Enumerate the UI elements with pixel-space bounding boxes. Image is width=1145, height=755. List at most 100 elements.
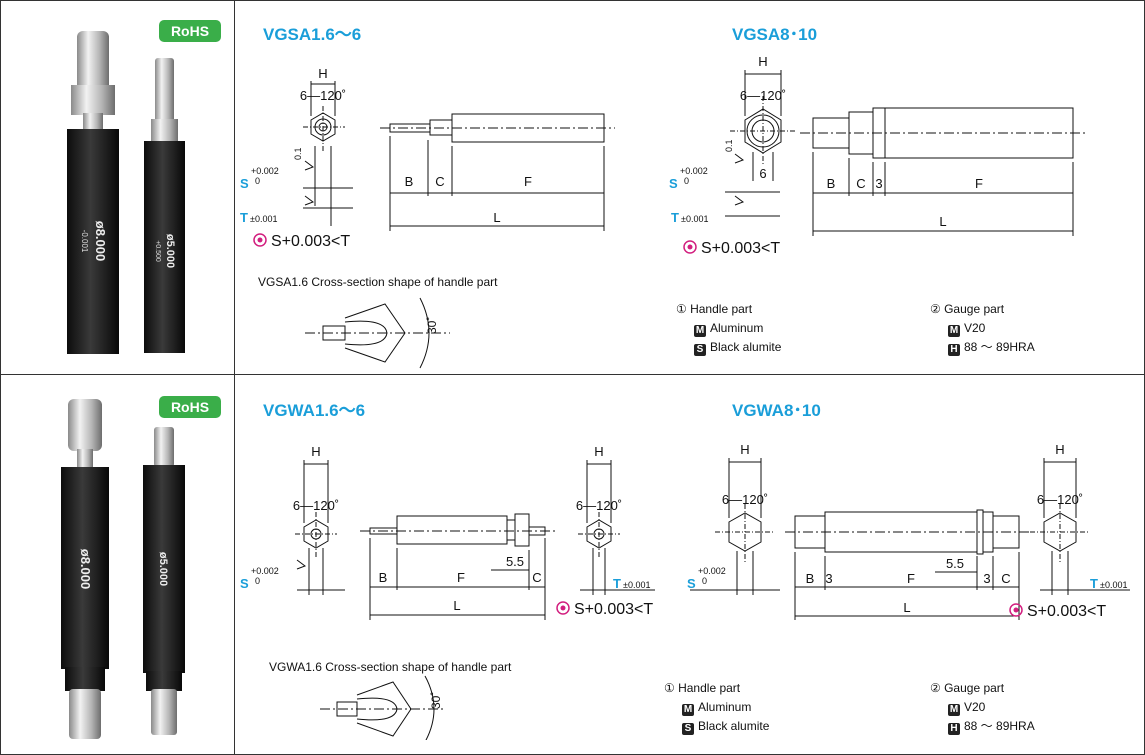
pin-mark-large-1: ø8.000 bbox=[93, 221, 108, 261]
dim2-f-1: F bbox=[457, 570, 465, 585]
pin-mark-small-2: +0.500 bbox=[154, 240, 161, 262]
gauge-hardness: 88 ～ 89HRA bbox=[964, 340, 1035, 354]
dim-l-small: L bbox=[493, 210, 500, 225]
drawing-vgwa: H 6—120˚ B F C 5.5 L H 6—120˚ H 6—120˚ B… bbox=[240, 442, 1130, 740]
dim2-t-2: T bbox=[1090, 576, 1098, 591]
dim2-b-2: B bbox=[806, 571, 815, 586]
dim2-h-4: H bbox=[1055, 442, 1064, 457]
dim-c-small: C bbox=[435, 174, 444, 189]
gauge-spec-vgwa: ② Gauge part M V20 H 88 ～ 89HRA bbox=[930, 679, 1035, 736]
rohs-badge-2: RoHS bbox=[159, 396, 221, 418]
surface-mark-small: 0.1 bbox=[293, 147, 303, 160]
m-badge-icon-4: M bbox=[948, 704, 960, 716]
tol-s-lower-small: 0 bbox=[255, 176, 260, 186]
dim2-3a: 3 bbox=[825, 571, 832, 586]
dim-t-small: T bbox=[240, 210, 248, 225]
dim2-55-1: 5.5 bbox=[506, 554, 524, 569]
pin2-mark-large-1: ø8.000 bbox=[78, 549, 93, 589]
handle-title-2: ① Handle part bbox=[664, 681, 741, 695]
dim2-angle-3: 6—120˚ bbox=[722, 492, 768, 507]
handle-material: Aluminum bbox=[710, 321, 764, 335]
dim2-s-1: S bbox=[240, 576, 249, 591]
handle-finish: Black alumite bbox=[710, 340, 782, 354]
dim2-b-1: B bbox=[379, 570, 388, 585]
product-photo-vgsa: ø8.000 -0.001 ø5.000 +0.500 RoHS bbox=[1, 1, 234, 368]
m-badge-icon: M bbox=[694, 325, 706, 337]
caption-vgwa: VGWA1.6 Cross-section shape of handle pa… bbox=[269, 660, 512, 674]
dim-angle-small: 6—120˚ bbox=[300, 88, 346, 103]
dim-t-large: T bbox=[671, 210, 679, 225]
dim2-h-2: H bbox=[594, 444, 603, 459]
handle-material-2: Aluminum bbox=[698, 700, 752, 714]
dim2-30: 30˚ bbox=[429, 692, 443, 709]
handle-title: ① Handle part bbox=[676, 302, 753, 316]
dim2-s-2: S bbox=[687, 576, 696, 591]
dim-6-large: 6 bbox=[759, 166, 766, 181]
s-badge-icon: S bbox=[694, 344, 706, 356]
dim2-l-1: L bbox=[453, 598, 460, 613]
product-photo-vgwa: ø8.000 ø5.000 RoHS bbox=[1, 379, 234, 754]
dim-f-large: F bbox=[975, 176, 983, 191]
tol-s-upper-large: +0.002 bbox=[680, 166, 708, 176]
pin2-mark-small-1: ø5.000 bbox=[157, 552, 169, 586]
dim-b-large: B bbox=[827, 176, 836, 191]
dim2-f-2: F bbox=[907, 571, 915, 586]
dim2-h-1: H bbox=[311, 444, 320, 459]
dim2-angle-1: 6—120˚ bbox=[293, 498, 339, 513]
pin-mark-large-2: -0.001 bbox=[80, 230, 89, 253]
surface-mark-large: 0.1 bbox=[724, 139, 734, 152]
caption-vgsa: VGSA1.6 Cross-section shape of handle pa… bbox=[258, 275, 498, 289]
dim-30-small: 30˚ bbox=[425, 317, 439, 334]
note2-2: S+0.003<T bbox=[1027, 603, 1106, 620]
dim-angle-large: 6—120˚ bbox=[740, 88, 786, 103]
tol2-t-1: ±0.001 bbox=[623, 580, 650, 590]
dim2-t-1: T bbox=[613, 576, 621, 591]
tol2-s-lower-2: 0 bbox=[702, 576, 707, 586]
dim2-3b: 3 bbox=[983, 571, 990, 586]
tol2-t-2: ±0.001 bbox=[1100, 580, 1127, 590]
dim-h-small: H bbox=[318, 66, 327, 81]
gauge-spec-vgsa: ② Gauge part M V20 H 88 ～ 89HRA bbox=[930, 300, 1035, 357]
h-badge-icon-2: H bbox=[948, 723, 960, 735]
title-vgwa-large: VGWA8･10 bbox=[732, 401, 821, 420]
dim-c-large: C bbox=[856, 176, 865, 191]
title-vgsa-large: VGSA8･10 bbox=[732, 25, 818, 44]
pin-mark-small-1: ø5.000 bbox=[164, 234, 176, 268]
tol2-s-lower-1: 0 bbox=[255, 576, 260, 586]
dim-s-large: S bbox=[669, 176, 678, 191]
gauge-material-2: V20 bbox=[964, 700, 986, 714]
gauge-title-2: ② Gauge part bbox=[930, 681, 1005, 695]
title-vgwa-small: VGWA1.6～6 bbox=[263, 401, 366, 420]
dim2-angle-2: 6—120˚ bbox=[576, 498, 622, 513]
hint-icon-small bbox=[253, 233, 267, 247]
gauge-title: ② Gauge part bbox=[930, 302, 1005, 316]
note2-1: S+0.003<T bbox=[574, 601, 653, 618]
drawing-vgsa: H 6—120˚ B C F L H 6—120˚ 6 B C 3 F L 30… bbox=[240, 54, 1085, 369]
hint2-icon-1 bbox=[556, 601, 570, 615]
hint2-icon-2 bbox=[1009, 603, 1023, 617]
tol-t-small: ±0.001 bbox=[250, 214, 277, 224]
dim-l-large: L bbox=[939, 214, 946, 229]
gauge-hardness-2: 88 ～ 89HRA bbox=[964, 719, 1035, 733]
dim2-l-2: L bbox=[903, 600, 910, 615]
hint-icon-large bbox=[683, 240, 697, 254]
plug-gauge-photo-vgwa: ø8.000 ø5.000 bbox=[61, 399, 185, 739]
tol-s-lower-large: 0 bbox=[684, 176, 689, 186]
m-badge-icon-3: M bbox=[682, 704, 694, 716]
handle-spec-vgsa: ① Handle part M Aluminum S Black alumite bbox=[676, 300, 781, 357]
dim-3-large: 3 bbox=[875, 176, 882, 191]
handle-finish-2: Black alumite bbox=[698, 719, 770, 733]
dim-s-small: S bbox=[240, 176, 249, 191]
tol2-s-upper-2: +0.002 bbox=[698, 566, 726, 576]
tol2-s-upper-1: +0.002 bbox=[251, 566, 279, 576]
gauge-material: V20 bbox=[964, 321, 986, 335]
dim2-c-1: C bbox=[532, 570, 541, 585]
tol-s-upper-small: +0.002 bbox=[251, 166, 279, 176]
note-small: S+0.003<T bbox=[271, 233, 350, 250]
dim2-angle-4: 6—120˚ bbox=[1037, 492, 1083, 507]
h-badge-icon: H bbox=[948, 344, 960, 356]
note-large: S+0.003<T bbox=[701, 240, 780, 257]
dim2-55-2: 5.5 bbox=[946, 556, 964, 571]
m-badge-icon-2: M bbox=[948, 325, 960, 337]
